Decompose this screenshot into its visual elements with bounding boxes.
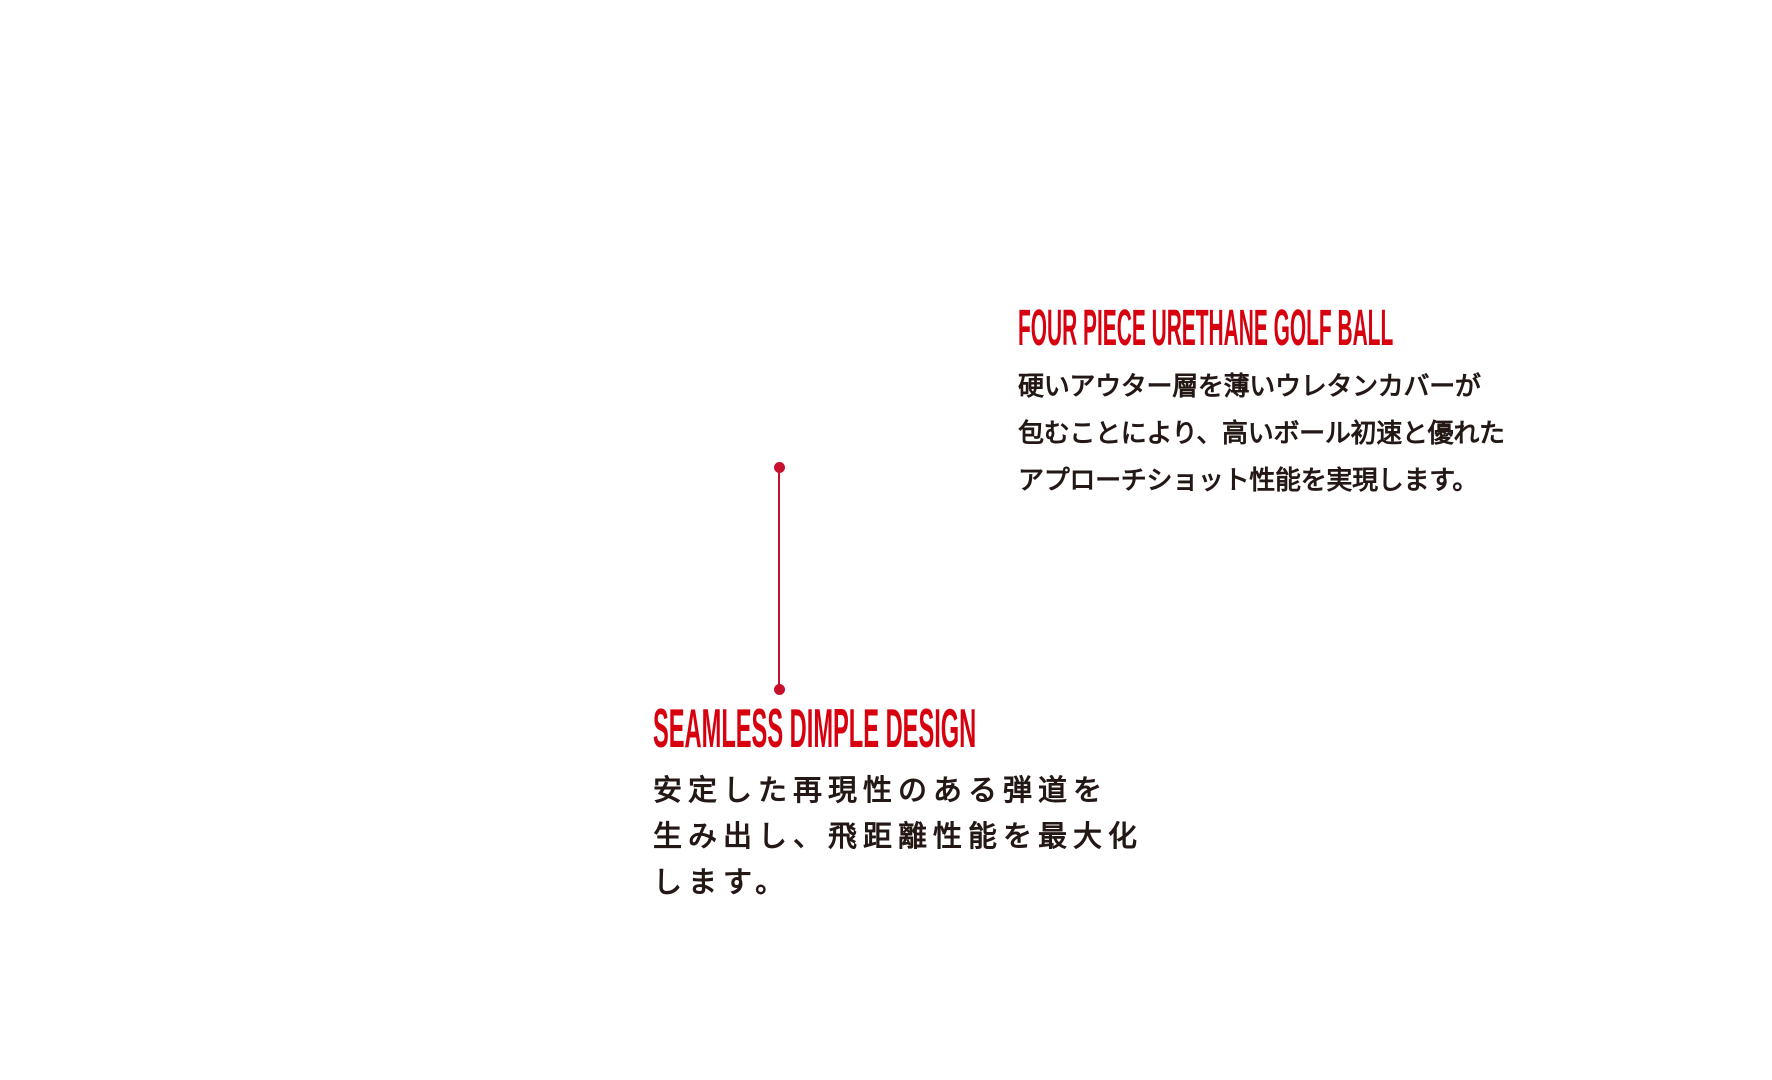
description-line: 安定した再現性のある弾道を	[653, 773, 1109, 807]
description-line: アプローチショット性能を実現します。	[1018, 466, 1479, 496]
callout-connector-line	[778, 467, 780, 689]
callout-dot-top	[774, 462, 785, 473]
feature-title-four-piece: FOUR PIECE URETHANE GOLF BALL	[1018, 299, 1394, 356]
description-line: 硬いアウター層を薄いウレタンカバーが	[1018, 372, 1481, 402]
feature-description-seamless-dimple: 安定した再現性のある弾道を 生み出し、飛距離性能を最大化 します。	[653, 767, 1143, 905]
callout-dot-bottom	[774, 684, 785, 695]
feature-title-seamless-dimple: SEAMLESS DIMPLE DESIGN	[653, 697, 977, 759]
feature-description-four-piece: 硬いアウター層を薄いウレタンカバーが 包むことにより、高いボール初速と優れた ア…	[1018, 366, 1505, 507]
description-line: します。	[653, 865, 791, 899]
description-line: 生み出し、飛距離性能を最大化	[653, 819, 1144, 853]
description-line: 包むことにより、高いボール初速と優れた	[1018, 419, 1505, 449]
